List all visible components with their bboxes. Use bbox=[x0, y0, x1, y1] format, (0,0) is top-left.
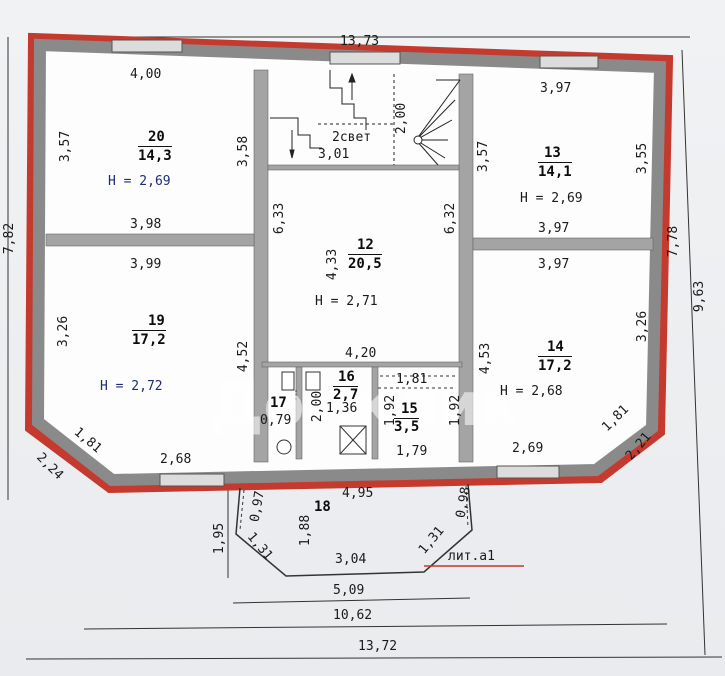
room-19-height: H = 2,72 bbox=[100, 379, 163, 394]
room-13-left-dim: 3,57 bbox=[476, 140, 492, 173]
stairs bbox=[270, 70, 461, 166]
room-15-number: 15 bbox=[401, 401, 418, 417]
room-12-right-dim: 6,32 bbox=[443, 202, 459, 235]
lit-label: лит.а1 bbox=[448, 549, 495, 564]
room-20-left-dim: 3,57 bbox=[58, 130, 74, 163]
room-18-top-dim: 4,95 bbox=[342, 486, 374, 501]
room-20-bottom-dim: 3,98 bbox=[130, 217, 162, 232]
room-19-area: 17,2 bbox=[132, 330, 166, 348]
room-14-left-dim: 4,53 bbox=[478, 342, 494, 375]
room-16-w: 1,36 bbox=[326, 401, 358, 416]
room-19-left-dim: 3,26 bbox=[56, 315, 72, 348]
exterior-wall bbox=[24, 32, 674, 494]
bottom-dim-3: 13,72 bbox=[358, 639, 398, 654]
room-16-number: 16 bbox=[338, 369, 355, 385]
room-14-bottom-dim: 2,69 bbox=[512, 441, 544, 456]
watermark: Домклик bbox=[210, 370, 522, 440]
bottom-dim-2: 10,62 bbox=[333, 608, 373, 623]
room-14-height: H = 2,68 bbox=[500, 384, 563, 399]
room-12-height: H = 2,71 bbox=[315, 294, 378, 309]
bottom-dim-1: 5,09 bbox=[333, 583, 365, 598]
room-19-bottom-dim: 2,68 bbox=[160, 452, 192, 467]
room-19-number: 19 bbox=[148, 313, 165, 329]
room-18-bottom-dim: 3,04 bbox=[335, 552, 367, 567]
room-12-area: 20,5 bbox=[348, 254, 382, 272]
room-19-right-dim: 4,52 bbox=[236, 340, 252, 373]
bath-fixtures bbox=[276, 371, 367, 455]
room-15-area: 3,5 bbox=[394, 418, 420, 435]
room-13-area: 14,1 bbox=[538, 162, 572, 180]
room-12-inner-dim: 4,33 bbox=[325, 248, 341, 281]
room-14-right-dim: 3,26 bbox=[635, 310, 651, 343]
room-20-top-dim: 4,00 bbox=[130, 67, 162, 82]
room-15-right-dim: 1,92 bbox=[448, 394, 464, 427]
room-13-top-dim: 3,97 bbox=[540, 81, 572, 96]
room-20-height: H = 2,69 bbox=[108, 174, 171, 189]
room-15-bottom-dim: 1,79 bbox=[396, 444, 428, 459]
windows bbox=[111, 39, 599, 487]
room-12-bottom-dim: 4,20 bbox=[345, 346, 377, 361]
dashed-guides bbox=[378, 375, 456, 389]
room-18-left-h: 1,88 bbox=[298, 514, 314, 547]
room-19-top-dim: 3,99 bbox=[130, 257, 162, 272]
room-20-right-dim: 3,58 bbox=[236, 135, 252, 168]
room-16-area: 2,7 bbox=[333, 386, 359, 403]
room-12-stair-w: 3,01 bbox=[318, 147, 350, 162]
room-17-number: 17 bbox=[270, 395, 287, 411]
room-12-stair-label: 2свет bbox=[332, 130, 372, 145]
room-12-stair-h: 2,00 bbox=[394, 102, 410, 135]
room-14-number: 14 bbox=[547, 339, 564, 355]
room-12-left-dim: 6,33 bbox=[272, 202, 288, 235]
porch bbox=[235, 483, 524, 577]
room-13-number: 13 bbox=[544, 145, 561, 161]
room-17-w: 0,79 bbox=[260, 413, 292, 428]
room-13-right-dim: 3,55 bbox=[635, 142, 651, 175]
room-17-h: 2,00 bbox=[310, 390, 326, 423]
room-12-number: 12 bbox=[357, 237, 374, 253]
room-18-outer-h: 1,95 bbox=[212, 522, 228, 555]
room-14-top-dim: 3,97 bbox=[538, 257, 570, 272]
room-13-bottom-dim: 3,97 bbox=[538, 221, 570, 236]
left-total-dim: 7,82 bbox=[2, 222, 18, 255]
room-18-number: 18 bbox=[314, 499, 331, 515]
exterior-wall-inner bbox=[31, 38, 667, 487]
room-13-height: H = 2,69 bbox=[520, 191, 583, 206]
interior-walls bbox=[45, 69, 654, 463]
right-wall-dim: 7,78 bbox=[666, 225, 682, 258]
room-14-area: 17,2 bbox=[538, 356, 572, 374]
room-20-number: 20 bbox=[148, 129, 165, 145]
right-total-dim: 9,63 bbox=[692, 280, 708, 313]
room-20-area: 14,3 bbox=[138, 146, 172, 164]
room-15-top-dim: 1,81 bbox=[396, 372, 428, 387]
dimension-lines bbox=[7, 36, 723, 660]
top-total-dim: 13,73 bbox=[340, 34, 380, 49]
